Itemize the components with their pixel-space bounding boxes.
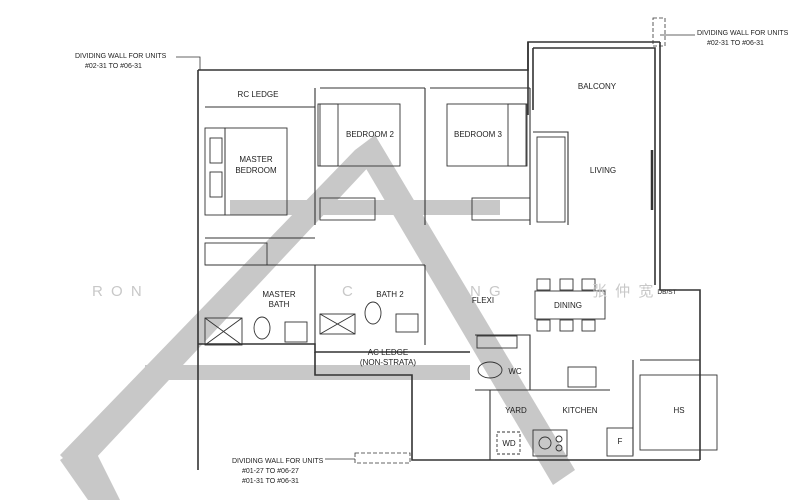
overlay-stroke-5: [60, 440, 120, 500]
label-flexi: FLEXI: [472, 296, 494, 305]
shower-wc: [476, 335, 518, 349]
label-master-bedroom-1: MASTER: [239, 155, 273, 164]
wall-wc: [475, 334, 531, 390]
wall-baths-bottom: [198, 343, 470, 353]
note-bottom-3: #01-31 TO #06-31: [242, 478, 299, 485]
chair-dining-5: [559, 319, 574, 332]
basin-bath2: [395, 313, 419, 333]
wall-living-niche: [533, 131, 569, 225]
chair-dining-6: [581, 319, 596, 332]
shower-master-cross: [204, 317, 243, 346]
label-hs: HS: [673, 406, 684, 415]
draft-overlay: [60, 135, 575, 500]
bed-bedroom-3-head: [507, 103, 527, 167]
label-bath-2: BATH 2: [376, 290, 404, 299]
wardrobe-bedroom-3: [471, 197, 531, 221]
dividing-wall-right: [652, 17, 666, 47]
wardrobe-master-b: [209, 171, 223, 198]
toilet-bath2: [364, 301, 382, 325]
chair-dining-1: [536, 278, 551, 291]
wall-right: [659, 42, 701, 460]
wardrobe-bedroom-2: [319, 197, 376, 221]
label-bedroom-2: BEDROOM 2: [346, 130, 395, 139]
chair-dining-2: [559, 278, 574, 291]
shower-bath2: [319, 313, 356, 335]
label-master-bath-1: MASTER: [262, 290, 296, 299]
wall-ac-ledge: [314, 352, 490, 461]
wall-top: [198, 41, 660, 71]
overlay-stroke-2: [60, 150, 375, 475]
basin-master: [284, 321, 308, 343]
label-bedroom-3: BEDROOM 3: [454, 130, 503, 139]
sink-kitchen: [567, 366, 597, 388]
fridge: [606, 427, 634, 457]
wall-balcony-inner: [533, 47, 656, 285]
dividing-wall-bottom: [354, 452, 411, 464]
washer-dryer: [496, 431, 521, 455]
shower-master: [204, 317, 243, 346]
note-right-top-1: DIVIDING WALL FOR UNITS: [697, 30, 789, 37]
label-kitchen: KITCHEN: [562, 406, 597, 415]
note-left-top-1: DIVIDING WALL FOR UNITS: [75, 53, 167, 60]
note-bottom-1: DIVIDING WALL FOR UNITS: [232, 458, 324, 465]
overlay-stroke-4: [230, 200, 500, 215]
fixtures: [204, 103, 718, 457]
bed-master: [224, 127, 288, 216]
outer-walls: [197, 41, 701, 470]
label-master-bedroom-2: BEDROOM: [235, 166, 277, 175]
hs-shelter: [639, 374, 718, 451]
wardrobe-master-2: [204, 242, 268, 266]
table-dining: [534, 290, 606, 320]
chair-dining-4: [536, 319, 551, 332]
overlay-stroke-1: [355, 135, 575, 485]
hob-burner-1: [538, 436, 552, 450]
interior-walls: [205, 87, 700, 460]
notes: DIVIDING WALL FOR UNITS #02-31 TO #06-31…: [75, 30, 789, 485]
hob: [532, 429, 568, 457]
hob-burner-3: [555, 444, 563, 452]
wall-balcony-left: [527, 42, 534, 115]
label-ac-ledge-2: (NON-STRATA): [360, 358, 416, 367]
label-rc-ledge: RC LEDGE: [238, 90, 279, 99]
wardrobe-master-a: [209, 137, 223, 164]
sofa-living: [536, 136, 566, 223]
label-yard: YARD: [505, 406, 527, 415]
label-balcony: BALCONY: [578, 82, 617, 91]
bed-bedroom-2-head: [319, 103, 339, 167]
label-wc: WC: [508, 367, 522, 376]
toilet-master: [253, 316, 271, 340]
overlay-stroke-3: [145, 365, 470, 380]
label-living: LIVING: [590, 166, 616, 175]
room-labels: RC LEDGE MASTER BEDROOM BEDROOM 2 BEDROO…: [235, 82, 684, 448]
toilet-wc: [477, 361, 503, 379]
note-left-top-2: #02-31 TO #06-31: [85, 63, 142, 70]
watermark-chinese: 张 仲 宽: [592, 283, 655, 300]
leader-left-top: [176, 56, 201, 70]
label-wd: WD: [502, 439, 516, 448]
label-f: F: [618, 437, 623, 446]
label-master-bath-2: BATH: [269, 300, 290, 309]
note-right-top-2: #02-31 TO #06-31: [707, 40, 764, 47]
watermark-right: N G: [470, 283, 503, 300]
label-dining: DINING: [554, 301, 582, 310]
shower-bath2-cross: [319, 313, 356, 335]
note-bottom-2: #01-27 TO #06-27: [242, 468, 299, 475]
label-ac-ledge-1: AC LEDGE: [368, 348, 408, 357]
bed-bedroom-2: [317, 103, 401, 167]
watermark-left: R O N: [92, 283, 144, 300]
label-db-st: DB/ST: [657, 289, 676, 296]
bed-bedroom-3: [446, 103, 528, 167]
note-leaders: [176, 17, 695, 464]
watermark: R O N C N G 张 仲 宽: [92, 283, 655, 300]
watermark-mid: C: [342, 283, 355, 300]
chair-dining-3: [581, 278, 596, 291]
hob-burner-2: [555, 435, 563, 443]
